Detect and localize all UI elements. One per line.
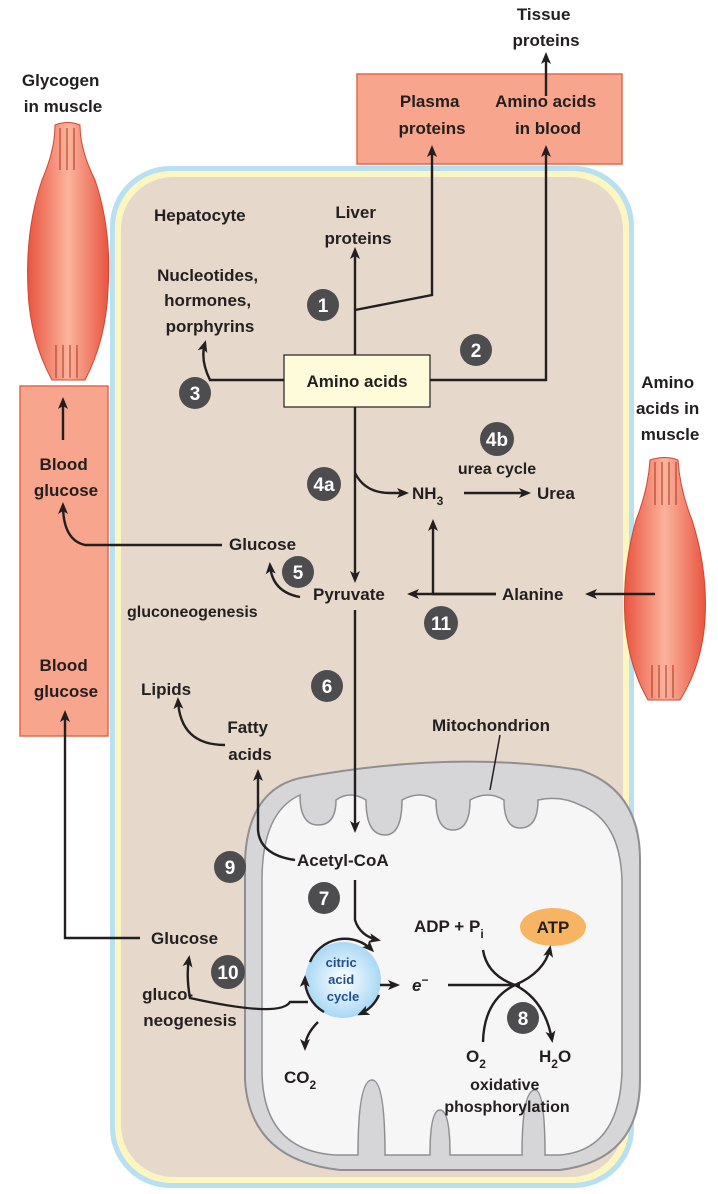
step-badge-4a: 4a [307,467,341,501]
pyruvate-label: Pyruvate [313,585,385,604]
step-badge-7: 7 [308,882,340,914]
alanine-label: Alanine [502,585,563,604]
svg-text:7: 7 [319,889,330,910]
step-badge-3: 3 [179,377,211,409]
hepatocyte-label: Hepatocyte [154,206,246,225]
urea-label: Urea [537,484,575,503]
amino-acids-muscle-label: Amino acids in muscle [636,373,704,444]
step-badge-2: 2 [460,334,492,366]
svg-text:4b: 4b [486,430,508,451]
glycogen-muscle-label: Glycogen in muscle [22,71,104,116]
amino-acids-label: Amino acids [306,372,407,391]
step-badge-4b: 4b [480,422,514,456]
step-badge-8: 8 [507,1002,539,1034]
muscle-amino-acids-icon [624,458,705,701]
glucose-top-label: Glucose [229,535,296,554]
blood-plasma-box [357,74,622,164]
step-badge-10: 10 [211,955,245,989]
svg-text:10: 10 [217,963,238,984]
step-badge-5: 5 [282,556,314,588]
glucose-bottom-label: Glucose [151,929,218,948]
svg-text:6: 6 [322,677,333,698]
svg-text:1: 1 [318,296,329,317]
step-badge-6: 6 [311,670,343,702]
tissue-proteins-label: Tissue proteins [512,5,579,50]
svg-text:5: 5 [293,563,304,584]
muscle-glycogen-icon [28,123,109,381]
step-badge-11: 11 [424,606,458,640]
svg-text:11: 11 [431,614,452,635]
atp-label: ATP [537,918,570,937]
urea-cycle-label: urea cycle [458,461,536,478]
mitochondrion-label: Mitochondrion [432,716,550,735]
gluconeogenesis-label: gluconeogenesis [127,604,258,621]
citric-acid-cycle-label: citric acid cycle [326,955,361,1004]
svg-text:4a: 4a [313,475,335,496]
svg-text:8: 8 [518,1009,529,1030]
nucleotides-label: Nucleotides, hormones, porphyrins [157,266,263,336]
svg-text:2: 2 [471,341,482,362]
acetyl-coa-label: Acetyl-CoA [297,851,389,870]
step-badge-1: 1 [307,289,339,321]
step-badge-9: 9 [214,851,246,883]
lipids-label: Lipids [141,680,191,699]
svg-text:9: 9 [225,858,236,879]
svg-text:3: 3 [190,384,201,405]
